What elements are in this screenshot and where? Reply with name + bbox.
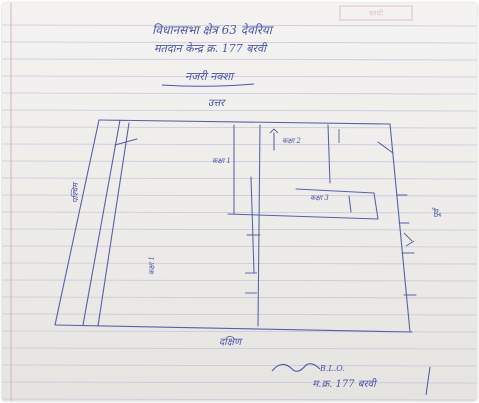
handwritten-map-sheet: बरवी विधानसभा क्षेत्र 63 देवरिया मतदान क… [2,3,477,401]
ruled-line [2,143,477,146]
ruled-line [2,245,477,248]
left-side-notes: पश्चिम कक्षा 1 [70,181,156,275]
signature-line: म.क्र. 177 बरवी [312,378,378,390]
ink-stamp: बरवी [339,5,413,21]
room-label-1: कक्षा 1 [212,157,231,165]
signature-scrawl [271,363,321,372]
south-label: दक्षिण [219,336,243,348]
room-label-3: कक्षा 3 [310,194,329,202]
title-underline [161,83,255,87]
section-title: नजरी नक्शा [185,70,235,83]
ruled-line [2,381,477,384]
ruled-line [2,177,477,180]
ruled-line [2,296,477,299]
ruled-line [2,194,477,197]
west-label: पश्चिम [70,181,80,203]
signature-block: B.L.O. म.क्र. 177 बरवी [271,363,431,396]
signature-caption: B.L.O. [319,364,345,373]
header-line-2: मतदान केन्द्र क्र. 177 बरवी [154,42,268,55]
room-label-2: कक्षा 2 [282,137,301,145]
ruled-line [2,160,477,163]
svg-text:बरवी: बरवी [369,8,384,18]
compound-boundary [54,119,413,333]
ruled-line [2,313,477,316]
ruled-line [2,228,477,231]
ruled-line [2,364,477,367]
ruled-line [2,92,477,95]
ruled-line [2,279,477,282]
ruled-line [2,41,477,44]
map-ticks [245,128,415,294]
ruled-line [2,126,477,129]
ruled-line [2,109,477,112]
building-blocks [227,124,417,327]
ruled-line [2,398,477,401]
header-line-1: विधानसभा क्षेत्र 63 देवरिया [152,23,275,37]
east-label: पूर्व [431,207,442,218]
north-label: उत्तर [208,98,226,109]
ruled-lines [2,3,477,401]
ruled-line [2,24,477,27]
ruled-line [2,75,477,78]
notebook-page: बरवी विधानसभा क्षेत्र 63 देवरिया मतदान क… [2,3,477,401]
ruled-line [2,211,477,214]
ruled-line [2,347,477,350]
ruled-line [2,58,477,61]
road-note: कक्षा 1 [148,256,156,275]
ruled-line [2,262,477,265]
